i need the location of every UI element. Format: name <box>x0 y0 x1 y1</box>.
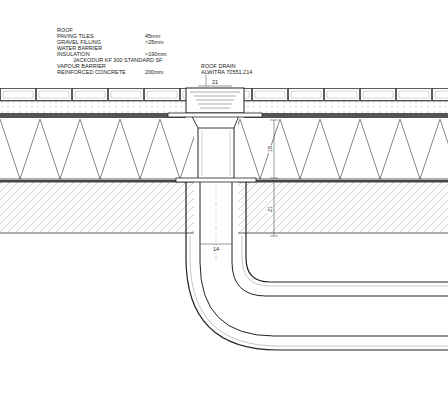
layer-name: REINFORCED CONCRETE <box>56 69 127 75</box>
dimension: 15 <box>267 145 273 153</box>
product-name: ALWITRA 70551.214 <box>200 69 253 75</box>
layer-thickness: 200mm <box>144 69 164 75</box>
layer-thickness: >25mm <box>144 39 165 45</box>
dimension: 21 <box>267 205 273 213</box>
dimension: 21 <box>211 79 219 85</box>
dimension: 14 <box>212 246 220 252</box>
